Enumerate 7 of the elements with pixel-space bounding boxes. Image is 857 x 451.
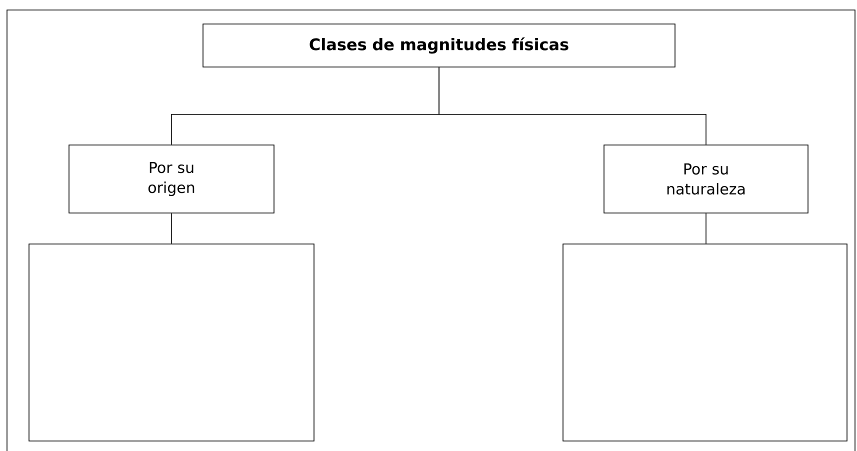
title-box: Clases de magnitudes físicas — [202, 24, 676, 68]
empty-box — [28, 244, 314, 442]
connector-line — [438, 67, 706, 145]
empty-box — [562, 244, 848, 442]
connector-line — [171, 213, 172, 244]
category-box: Por su origen — [68, 144, 274, 214]
category-box: Por su naturaleza — [604, 144, 808, 214]
